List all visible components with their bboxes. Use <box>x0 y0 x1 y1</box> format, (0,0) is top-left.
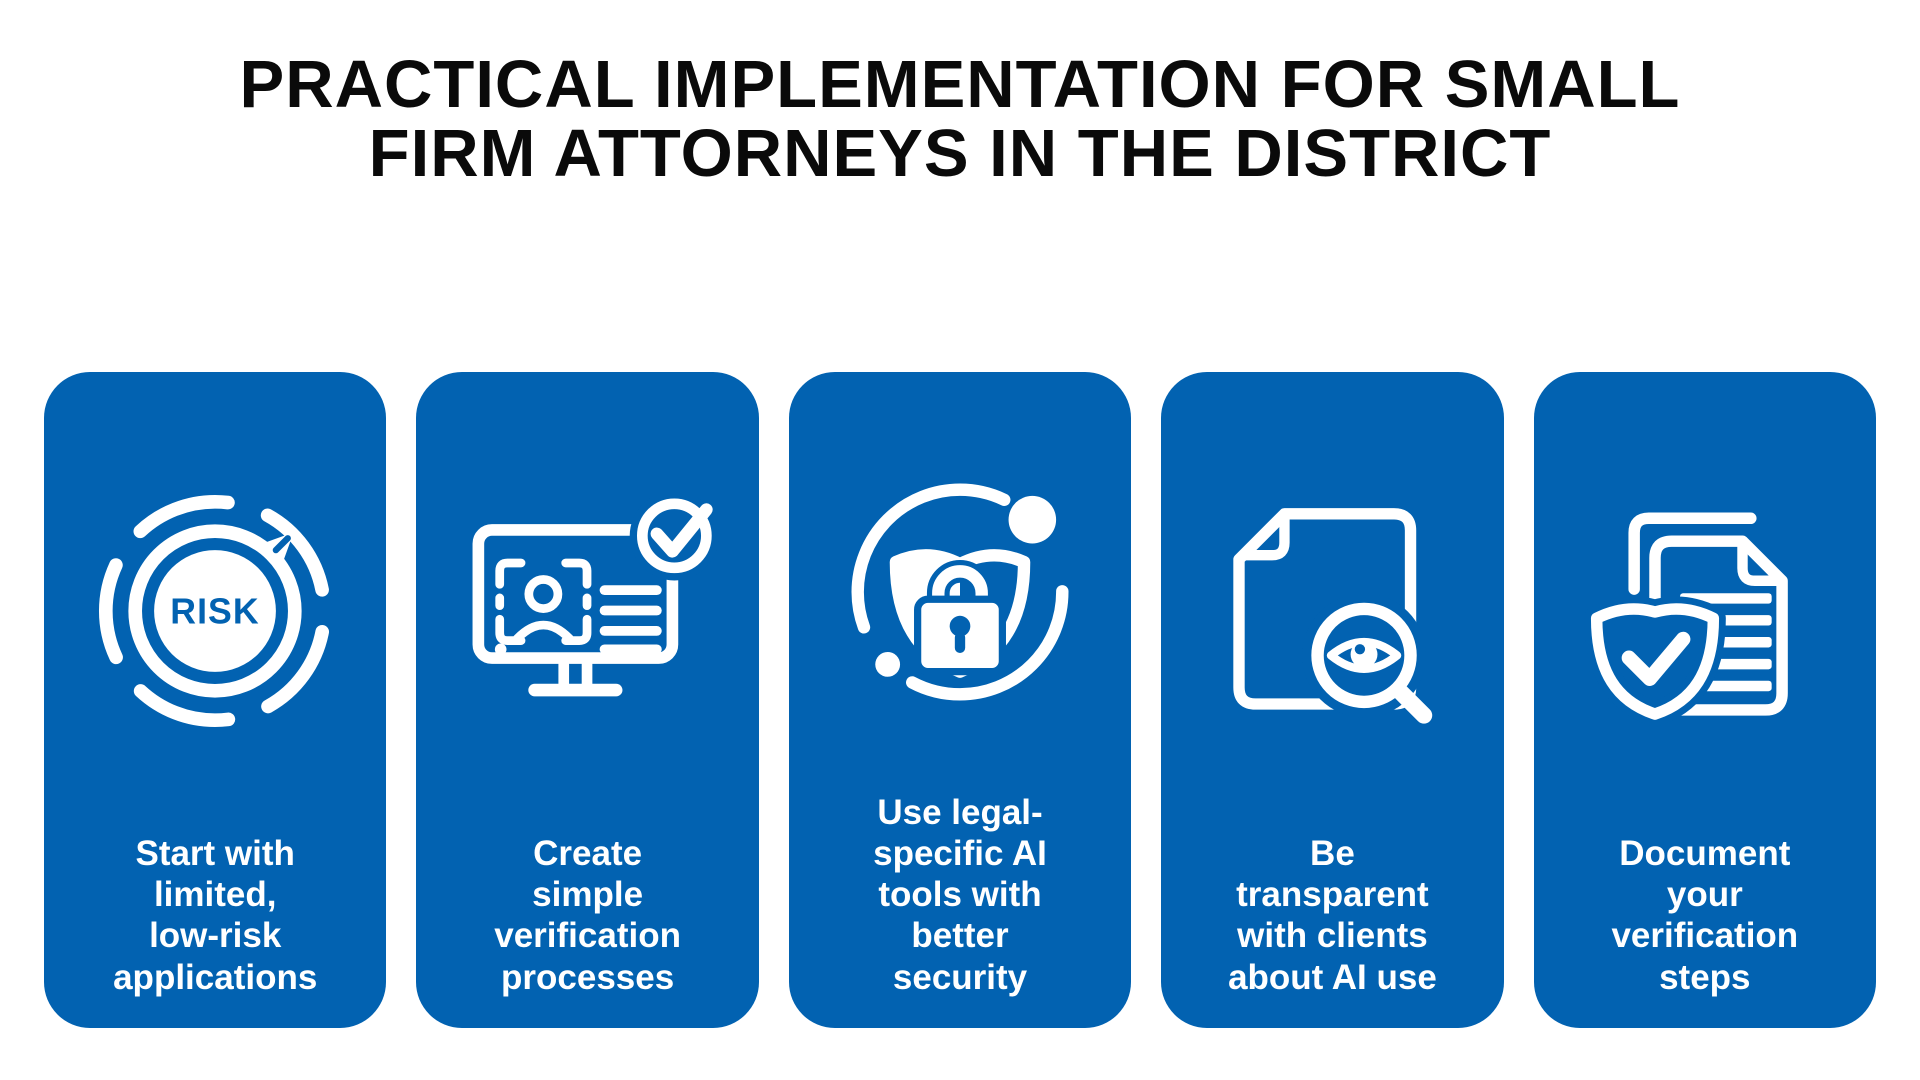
card-icon-area: RISK <box>56 390 374 833</box>
card-label: Use legal- specific AI tools with better… <box>873 792 1047 997</box>
risk-gauge-icon: RISK <box>99 495 332 728</box>
id-verification-monitor-icon <box>472 497 719 697</box>
orbit-dot-large <box>1008 495 1057 544</box>
card-legal-specific-ai-tools: Use legal- specific AI tools with better… <box>788 372 1132 1028</box>
orbit-dot-small <box>875 651 901 677</box>
document-eye-magnifier-icon <box>1233 508 1433 725</box>
person-icon <box>524 575 562 614</box>
risk-gauge-label: RISK <box>170 592 259 632</box>
page-title: PRACTICAL IMPLEMENTATION FOR SMALL FIRM … <box>239 47 1681 191</box>
magnifier-eye-icon <box>1311 603 1433 725</box>
shield-check-icon <box>1583 596 1726 727</box>
back-page-outline <box>1628 512 1757 595</box>
card-icon-area <box>1546 390 1864 833</box>
shield-check-documents-icon <box>1583 512 1788 727</box>
padlock-icon <box>914 559 1006 675</box>
card-verification-processes: Create simple verification processes <box>416 372 759 1028</box>
card-label: Be transparent with clients about AI use <box>1228 833 1437 997</box>
card-icon-area <box>801 390 1119 792</box>
id-focus-frame <box>494 559 592 646</box>
card-label: Create simple verification processes <box>494 833 681 997</box>
gauge-needle <box>259 532 294 568</box>
id-text-lines <box>599 585 662 655</box>
card-label: Start with limited, low-risk application… <box>113 833 318 997</box>
cards-row: RISK Start with limited, low-risk applic… <box>44 372 1877 1028</box>
card-transparent-with-clients: Be transparent with clients about AI use <box>1161 372 1504 1028</box>
check-badge-icon <box>636 498 712 574</box>
shield-lock-orbit-icon <box>851 483 1069 701</box>
infographic-page: { "title": "PRACTICAL IMPLEMENTATION FOR… <box>0 50 1920 1080</box>
card-icon-area <box>1173 390 1491 833</box>
card-label: Document your verification steps <box>1611 833 1799 997</box>
card-low-risk-applications: RISK Start with limited, low-risk applic… <box>44 372 387 1028</box>
card-icon-area <box>428 390 746 833</box>
card-document-verification-steps: Document your verification steps <box>1533 372 1877 1028</box>
